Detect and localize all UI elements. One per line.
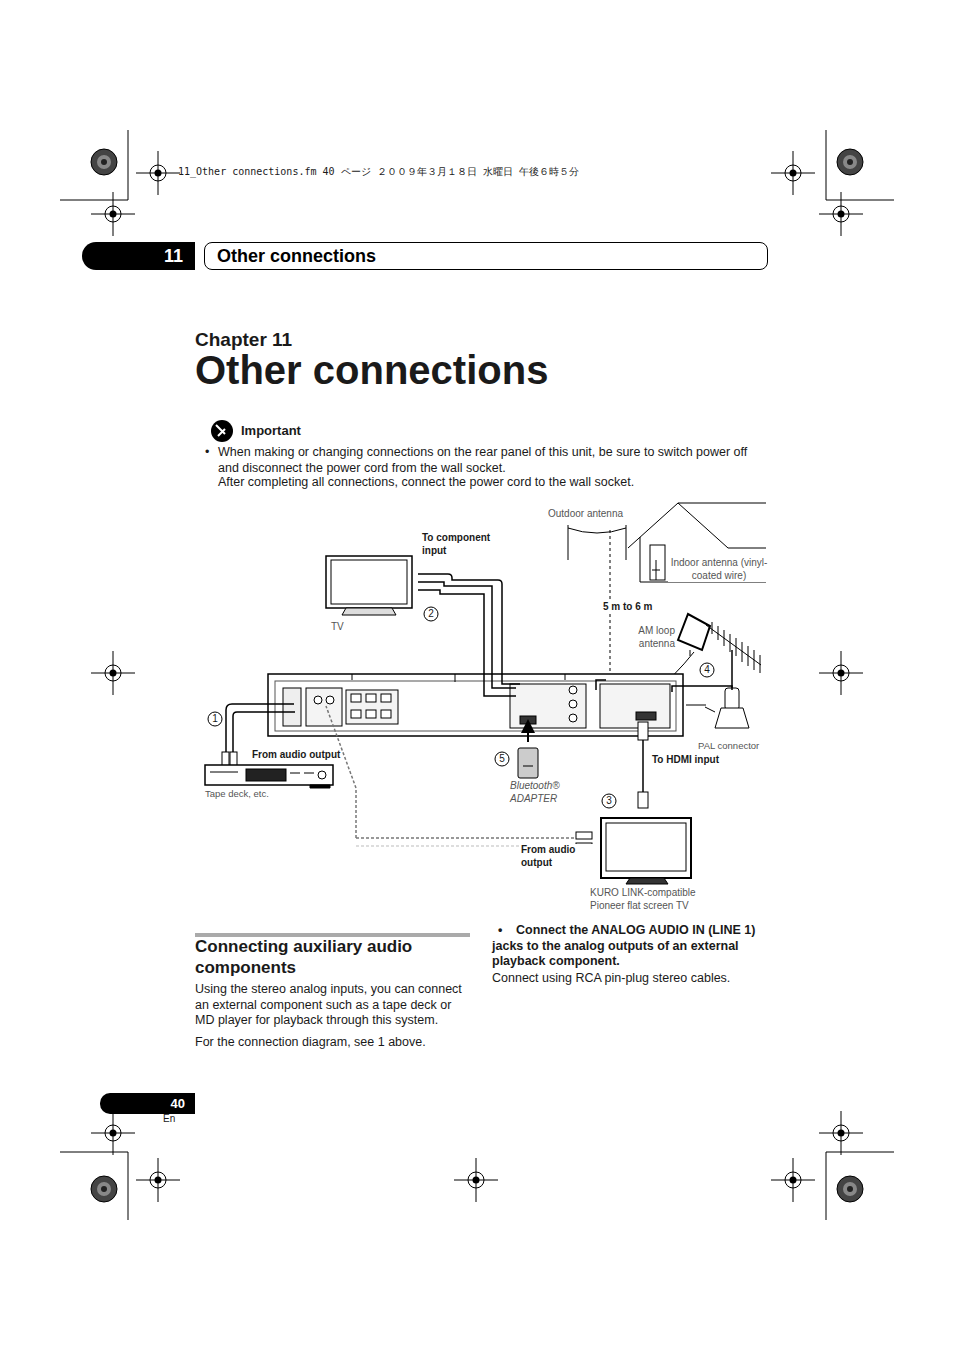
callout-circles bbox=[208, 607, 714, 808]
node-text: 40 bbox=[171, 1096, 185, 1111]
chapter-label: Chapter 11 bbox=[195, 328, 292, 352]
pal-connector bbox=[686, 688, 749, 728]
diagram-label: From audio output bbox=[251, 749, 341, 762]
plugs bbox=[222, 722, 648, 850]
body-text: After completing all connections, connec… bbox=[218, 475, 770, 491]
callout-number: 1 bbox=[212, 714, 218, 724]
bullet: • bbox=[498, 923, 502, 939]
body-text: For the connection diagram, see 1 above. bbox=[195, 1035, 473, 1051]
bullet: • bbox=[205, 445, 209, 461]
diagram-label: To component input bbox=[421, 532, 513, 557]
diagram-label: To HDMI input bbox=[651, 754, 723, 767]
section-rule bbox=[195, 933, 470, 937]
diagram-label: AM loop antenna bbox=[618, 625, 676, 650]
diagram-label: Tape deck, etc. bbox=[205, 788, 269, 800]
tv-set bbox=[326, 556, 412, 615]
cables bbox=[226, 574, 732, 846]
main-unit bbox=[268, 674, 683, 736]
callout-number: 5 bbox=[499, 754, 505, 764]
bluetooth-adapter bbox=[518, 726, 538, 778]
callout-number: 3 bbox=[606, 796, 612, 806]
flat-screen-tv bbox=[601, 818, 691, 884]
section-heading: Connecting auxiliary audio components bbox=[195, 936, 470, 979]
header-box: Other connections bbox=[204, 242, 768, 270]
diagram-label: Indoor antenna (vinyl-coated wire) bbox=[668, 557, 770, 582]
file-stamp: 11_Other connections.fm 40 ページ ２００９年３月１８… bbox=[178, 166, 579, 179]
node-text: Other connections bbox=[217, 246, 376, 267]
dimension: 5 m to 6 m bbox=[602, 601, 653, 614]
body-text: Using the stereo analog inputs, you can … bbox=[195, 982, 473, 1029]
important-heading: Important bbox=[241, 423, 301, 439]
diagram-label: TV bbox=[331, 621, 344, 634]
diagram-label: Outdoor antenna bbox=[547, 508, 624, 521]
callout-number: 2 bbox=[428, 609, 434, 619]
fm-antenna bbox=[706, 622, 761, 690]
language-code: En bbox=[163, 1113, 175, 1126]
node-text: 11 bbox=[164, 246, 183, 267]
important-icon bbox=[211, 420, 233, 442]
diagram-label: From audio output bbox=[520, 844, 600, 869]
instruction: Connect the ANALOG AUDIO IN (LINE 1) jac… bbox=[492, 923, 764, 970]
diagram-label: KURO LINK-compatible Pioneer flat screen… bbox=[590, 887, 720, 912]
chapter-title: Other connections bbox=[195, 345, 548, 395]
registration-marks bbox=[60, 130, 894, 1220]
diagram-label: PAL connector bbox=[697, 740, 760, 752]
body-text: Connect using RCA pin-plug stereo cables… bbox=[492, 971, 764, 987]
page-number-tab: 40 bbox=[100, 1093, 195, 1114]
callout-number: 4 bbox=[704, 665, 710, 675]
diagram-label: Bluetooth® ADAPTER bbox=[510, 780, 574, 805]
chapter-number-tab: 11 bbox=[82, 242, 195, 270]
body-text: When making or changing connections on t… bbox=[218, 445, 770, 476]
tape-deck bbox=[205, 765, 333, 788]
